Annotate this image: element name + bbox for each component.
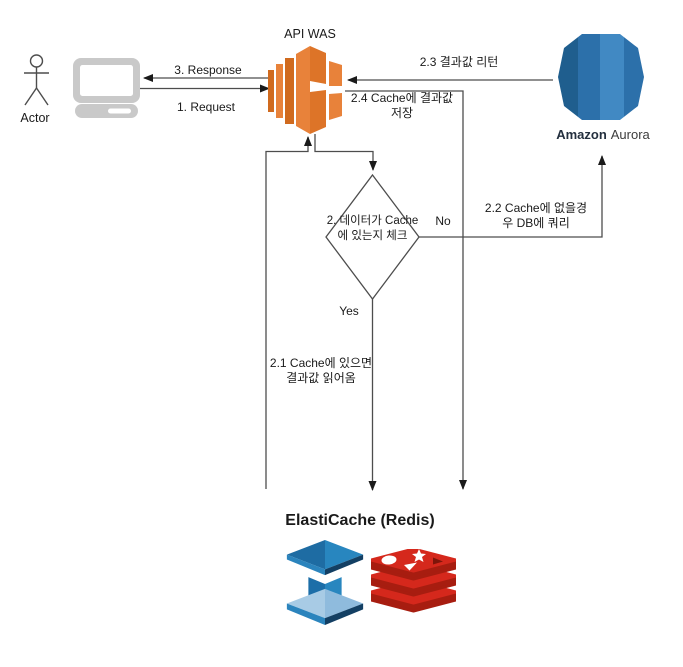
save-to-cache-line2: 저장 bbox=[390, 106, 414, 120]
read-from-cache-line1: 2.1 Cache에 있으면 bbox=[269, 356, 373, 370]
edge-check-cache bbox=[314, 134, 377, 171]
decision-line3: 체크 bbox=[386, 230, 408, 242]
return-result-label: 2.3 결과값 리턴 bbox=[419, 55, 499, 69]
api-was-label: API WAS bbox=[284, 27, 336, 41]
decision-label: 2. 데이터가 Cache에 있는지 체크 bbox=[322, 214, 423, 244]
save-to-cache-label: 2.4 Cache에 결과값 저장 bbox=[351, 91, 453, 121]
query-db-label: 2.2 Cache에 없을경 우 DB에 쿼리 bbox=[485, 201, 587, 231]
actor-icon bbox=[24, 54, 49, 106]
request-label: 1. Request bbox=[176, 100, 236, 114]
edge-no bbox=[419, 155, 606, 238]
aurora-label-product: Aurora bbox=[610, 127, 650, 142]
response-label: 3. Response bbox=[174, 63, 242, 77]
aurora-label-brand: Amazon bbox=[556, 127, 607, 142]
save-to-cache-line1: 2.4 Cache에 결과값 bbox=[350, 91, 454, 105]
redis-icon bbox=[371, 549, 456, 613]
no-label: No bbox=[435, 214, 451, 228]
read-from-cache-line2: 결과값 읽어옴 bbox=[286, 371, 356, 385]
query-db-line2: 우 DB에 쿼리 bbox=[502, 216, 570, 230]
read-from-cache-label: 2.1 Cache에 있으면 결과값 읽어옴 bbox=[270, 356, 372, 386]
actor-label: Actor bbox=[20, 111, 50, 125]
edge-read-from-cache bbox=[265, 136, 312, 489]
client-computer-icon bbox=[73, 58, 140, 118]
decision-diamond bbox=[325, 173, 420, 301]
decision-line1: 2. 데이터가 bbox=[326, 215, 382, 227]
api-was-icon bbox=[268, 46, 342, 134]
yes-label: Yes bbox=[339, 304, 359, 318]
decision-line2: Cache에 있는지 bbox=[337, 215, 419, 242]
edge-save-to-cache bbox=[345, 90, 467, 490]
elasticache-label: ElastiCache (Redis) bbox=[285, 512, 435, 529]
elasticache-icon bbox=[286, 540, 364, 626]
query-db-line1: 2.2 Cache에 없을경 bbox=[484, 201, 588, 215]
aurora-icon bbox=[558, 34, 644, 120]
